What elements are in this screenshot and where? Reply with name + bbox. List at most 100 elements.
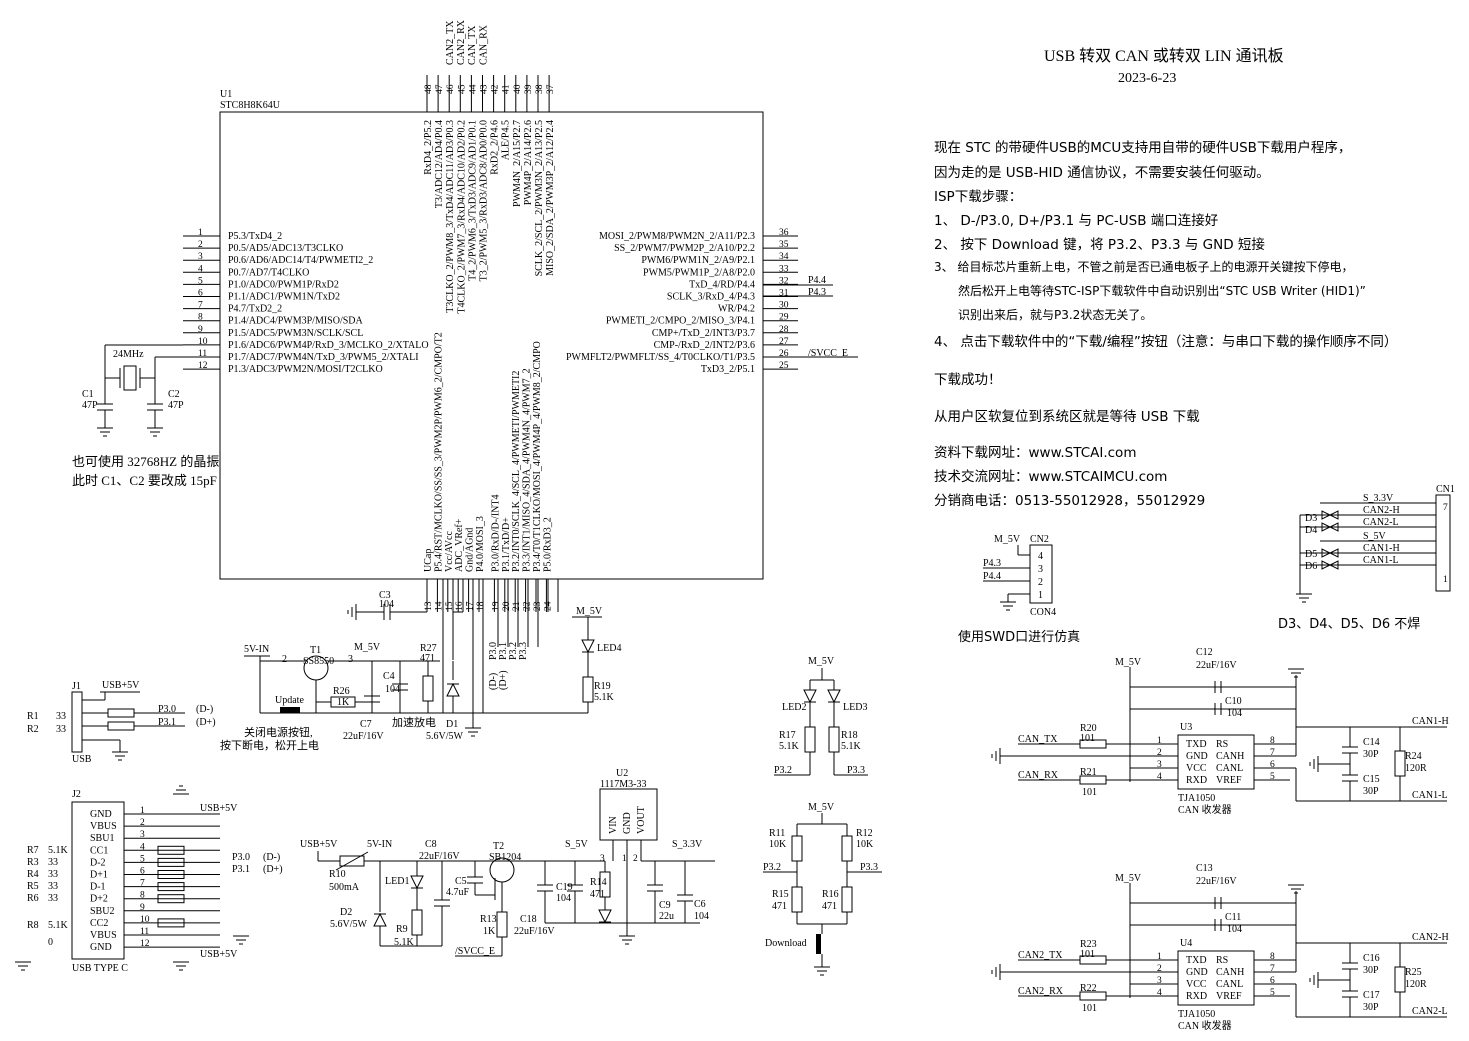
- pin-number: 11: [198, 349, 207, 359]
- c3-value: 104: [379, 599, 394, 610]
- r18-label: R18: [841, 730, 858, 741]
- pin-label: RXD: [1186, 991, 1207, 1002]
- pin-label: T4_2/PWM6_3/TxD3/ADC9/AD1/P0.1: [467, 120, 478, 281]
- ground-icon: [147, 427, 163, 437]
- pin-label: TxD3_2/P5.1: [701, 364, 755, 375]
- pin-label: 33: [48, 893, 58, 904]
- pin-label: RXD: [1186, 775, 1207, 786]
- pin-label: R20: [1080, 723, 1097, 734]
- led-p33: P3.3: [847, 765, 865, 776]
- pin-label: R5: [27, 881, 39, 892]
- note-line: 资料下载网址：www.STCAI.com: [934, 445, 1137, 461]
- pin-number: 7: [140, 879, 145, 889]
- pin-number: 4: [140, 842, 145, 852]
- pin-number: 19: [491, 601, 501, 611]
- c19-label: C19: [556, 882, 573, 893]
- note-line: 下载成功！: [934, 372, 1002, 388]
- pin-label: P1.6/ADC6/PWM4P/RxD_3/MCLKO_2/XTALO: [228, 340, 429, 351]
- update-button[interactable]: [280, 707, 300, 713]
- cn2-m5v: M_5V: [994, 534, 1021, 545]
- v5in-label: 5V-IN: [244, 644, 269, 655]
- ground-icon: [112, 751, 128, 761]
- svg-text:2: 2: [282, 654, 287, 665]
- prot-5vin: 5V-IN: [367, 839, 392, 850]
- u2-label: U2: [616, 768, 628, 779]
- swd-connector-cn2: M_5V CN2 4 3 2 1 P4.3 P4.4 CON4: [983, 534, 1056, 618]
- pin-number: 2: [1157, 748, 1162, 758]
- download-button[interactable]: [816, 934, 821, 954]
- pin-number: 21: [512, 601, 522, 611]
- pin-label: PWM6/PWM1N_2/A9/P2.1: [641, 255, 755, 266]
- pin-number: 5: [1270, 988, 1275, 998]
- led3-label: LED3: [843, 702, 867, 713]
- pin-label: TXD: [1186, 955, 1207, 966]
- ground-icon: [465, 727, 481, 737]
- net-p31-bottom: P3.1: [498, 642, 509, 660]
- pin-label: C14: [1363, 737, 1380, 748]
- pin-label: 120R: [1405, 979, 1427, 990]
- note-line: 分销商电话：0513-55012928，55012929: [934, 493, 1206, 509]
- pin-label: 30P: [1363, 1002, 1379, 1013]
- top-net-label: CAN_RX: [478, 24, 489, 65]
- m5v-label-4: M_5V: [808, 802, 835, 813]
- j2-label: J2: [72, 789, 81, 800]
- pin-number: 26: [779, 349, 789, 359]
- pin-label: VBUS: [90, 930, 117, 941]
- pin-label: VREF: [1216, 775, 1242, 786]
- r27-value: 471: [420, 653, 435, 664]
- pin-label: P3.1/TxD/D+: [501, 517, 512, 572]
- pin-number: 10: [198, 337, 208, 347]
- pin-number: 8: [1270, 952, 1275, 962]
- note-line: 2、 按下 Download 键，将 P3.2、P3.3 与 GND 短接: [934, 237, 1265, 253]
- net-p43: P4.3: [808, 287, 826, 298]
- tvs-diode-icon: [1321, 510, 1339, 520]
- pin-label: TxD_4/RD/P4.4: [689, 279, 755, 290]
- c2-value: 47P: [168, 400, 184, 411]
- pin-number: 29: [779, 313, 789, 323]
- r2-value: 33: [56, 724, 66, 735]
- pin-label: 101: [1082, 787, 1097, 798]
- ground-icon: [991, 964, 1001, 980]
- usbc-label: USB TYPE C: [72, 963, 128, 974]
- ground-icon: [1309, 972, 1319, 988]
- pin-number: 6: [140, 867, 145, 877]
- pin-label: P5.0/RxD3_2: [542, 517, 553, 572]
- pin-label: R4: [27, 869, 39, 880]
- pin-number: 1: [198, 228, 203, 238]
- r16-label: R16: [822, 889, 839, 900]
- prot-usb5v: USB+5V: [300, 839, 338, 850]
- pin-label: RS: [1216, 955, 1228, 966]
- led4-circuit: M_5V LED4 R19 5.1K: [572, 606, 621, 713]
- power-switch-circuit: 5V-IN 2 T1 SS8550 3 M_5V R26 1K Update C…: [244, 642, 473, 742]
- pin-number: 15: [445, 601, 455, 611]
- c7-label: C7: [360, 719, 372, 730]
- pin-label: P3.3/INT1/MISO_4/SDA_4/PWM4N_4/PWM7_2: [522, 368, 533, 572]
- note-line: 1、 D-/P3.0, D+/P3.1 与 PC-USB 端口连接好: [934, 213, 1219, 229]
- pin-label: PWM5/PWM1P_2/A8/P2.0: [643, 267, 755, 278]
- svg-text:1: 1: [1443, 575, 1448, 585]
- d3-label: D3: [1305, 513, 1317, 524]
- cn2-p44: P4.4: [983, 571, 1001, 582]
- pin-label: 33: [48, 869, 58, 880]
- pin-number: 20: [502, 601, 512, 611]
- pin-label: R21: [1080, 767, 1097, 778]
- led-p32: P3.2: [774, 765, 792, 776]
- tvs-diode-icon: [1321, 548, 1339, 558]
- ldo-circuit: S_5V C18 22uF/16V C19 104 R14 471 U2 111…: [514, 768, 715, 945]
- pin-label: 22uF/16V: [1196, 660, 1237, 671]
- ground-icon: [1296, 593, 1312, 603]
- pin-label: P0.6/AD6/ADC14/T4/PWMETI2_2: [228, 255, 373, 266]
- pin-number: 33: [779, 264, 789, 274]
- usb-connector-j1: J1 USB USB+5V R1 R2 33 33 P3.0 P3.1 (D-)…: [27, 680, 216, 765]
- j2-usb5v-bottom: USB+5V: [200, 949, 238, 960]
- pin-label: P5.4/RST/MCLKO/SS/SS_3/PWM2P/PWM6_2/CMPO…: [433, 332, 444, 572]
- ground-icon: [814, 966, 830, 976]
- pin-label: CANL: [1216, 763, 1243, 774]
- pin-label: VREF: [1216, 991, 1242, 1002]
- pin-label: CAN2_RX: [1018, 986, 1064, 997]
- pin-label: 33: [48, 857, 58, 868]
- r12-label: R12: [856, 828, 873, 839]
- pin-label: ADC_VRef+: [454, 518, 465, 572]
- led1-label: LED1: [385, 876, 409, 887]
